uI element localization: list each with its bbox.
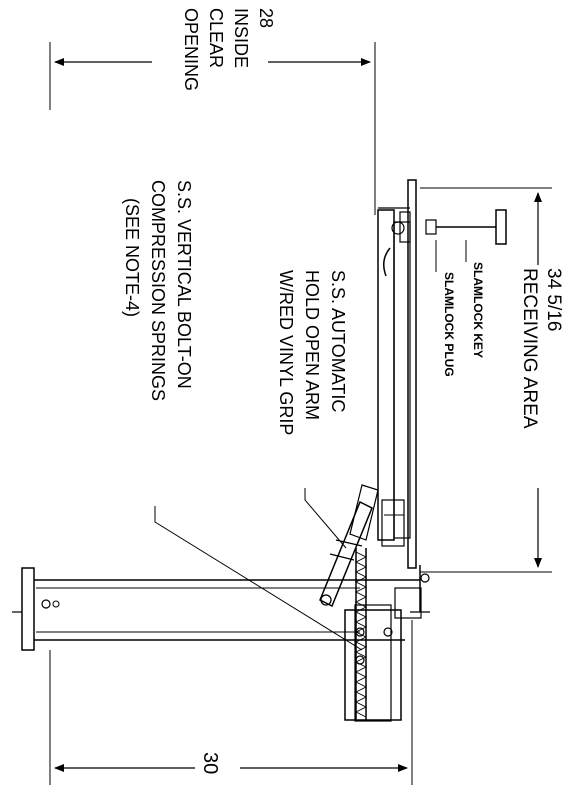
springs-line1: S.S. VERTICAL BOLT-ON: [174, 180, 194, 389]
springs-line2: COMPRESSION SPRINGS: [148, 180, 168, 401]
springs-line3: (SEE NOTE-4): [122, 198, 142, 317]
hold-open-arm-line1: S.S. AUTOMATIC: [328, 270, 348, 412]
dim-34-label: RECEIVING AREA: [519, 268, 540, 429]
compression-springs-callout: S.S. VERTICAL BOLT-ON COMPRESSION SPRING…: [122, 180, 363, 651]
dim-28-label-line1: INSIDE: [231, 8, 251, 68]
dim-overall: 30: [49, 620, 413, 785]
slamlock-plug-label: SLAMLOCK PLUG: [442, 272, 456, 377]
hold-open-arm-line2: HOLD OPEN ARM: [302, 270, 322, 420]
dim-34-value: 34 5/16: [543, 268, 564, 331]
dim-30-value: 30: [199, 752, 221, 774]
dim-receiving-area: 34 5/16 RECEIVING AREA: [420, 187, 564, 573]
hold-open-arm-line3: W/RED VINYL GRIP: [276, 270, 296, 435]
dim-28-label-line2: CLEAR: [206, 8, 226, 68]
dim-28-label-line3: OPENING: [181, 8, 201, 91]
hold-open-arm-callout: S.S. AUTOMATIC HOLD OPEN ARM W/RED VINYL…: [276, 270, 348, 549]
slamlock-key-label: SLAMLOCK KEY: [471, 262, 485, 358]
slamlock-plug-callout: SLAMLOCK PLUG: [435, 240, 456, 377]
slamlock-key-callout: SLAMLOCK KEY: [465, 240, 485, 358]
hatch-assembly: [12, 179, 507, 722]
dim-28-value: 28: [256, 8, 276, 28]
dim-inside-clear-opening: 28 INSIDE CLEAR OPENING: [49, 8, 376, 215]
